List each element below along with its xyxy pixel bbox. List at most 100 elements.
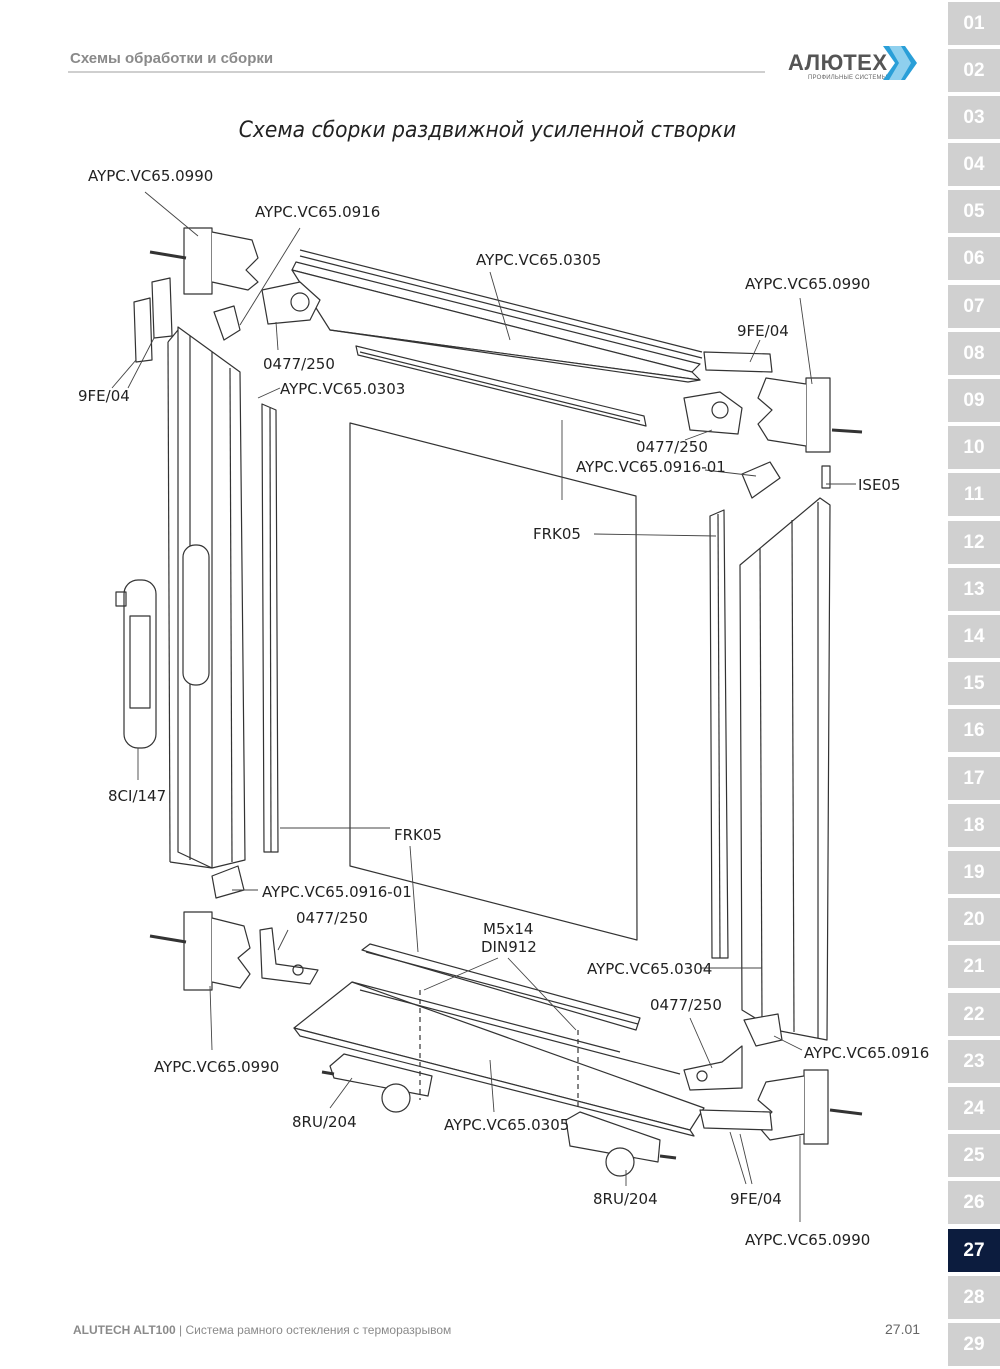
screw-top-right	[831, 428, 863, 434]
gasket-9fe-left	[133, 277, 173, 363]
label-right-profile-0304: AYPC.VC65.0304	[587, 960, 712, 978]
ise05-seal	[821, 465, 831, 489]
label-frk05-bottom: FRK05	[394, 826, 442, 844]
roller-8ru-204-left	[321, 1053, 433, 1113]
tab-02[interactable]: 02	[948, 49, 1000, 92]
right-inner-profile-0304	[709, 509, 729, 959]
corner-connector-bottom-left	[183, 911, 251, 991]
glass-pane	[349, 422, 638, 941]
tab-04[interactable]: 04	[948, 143, 1000, 186]
tab-17[interactable]: 17	[948, 757, 1000, 800]
tab-28[interactable]: 28	[948, 1276, 1000, 1319]
left-outer-profile	[167, 326, 246, 869]
tab-08[interactable]: 08	[948, 332, 1000, 375]
label-ise05: ISE05	[858, 476, 901, 494]
tab-19[interactable]: 19	[948, 851, 1000, 894]
tab-22[interactable]: 22	[948, 993, 1000, 1036]
screw-bottom-right	[829, 1108, 863, 1116]
bottom-inner-profile	[361, 943, 641, 1031]
tab-21[interactable]: 21	[948, 945, 1000, 988]
label-top-right-9fe: 9FE/04	[737, 322, 789, 340]
tab-11[interactable]: 11	[948, 473, 1000, 516]
tab-06[interactable]: 06	[948, 237, 1000, 280]
section-title: Схемы обработки и сборки	[70, 50, 274, 67]
tab-13[interactable]: 13	[948, 568, 1000, 611]
tab-26[interactable]: 26	[948, 1181, 1000, 1224]
angle-0916-top-left	[213, 305, 241, 341]
angle-0916-01-top-right	[741, 461, 781, 499]
label-roller-left: 8RU/204	[292, 1113, 357, 1131]
tab-12[interactable]: 12	[948, 521, 1000, 564]
tab-16[interactable]: 16	[948, 709, 1000, 752]
label-top-right-angle-01: AYPC.VC65.0916-01	[576, 458, 726, 476]
footer-description: Система рамного остекления с терморазрыв…	[185, 1323, 452, 1337]
roller-8ru-204-right	[565, 1111, 677, 1177]
label-bottom-right-angle: AYPC.VC65.0916	[804, 1044, 929, 1062]
label-bottom-left-0477: 0477/250	[296, 909, 368, 927]
label-top-right-corner: AYPC.VC65.0990	[745, 275, 870, 293]
tab-03[interactable]: 03	[948, 96, 1000, 139]
tab-20[interactable]: 20	[948, 898, 1000, 941]
corner-connector-bottom-right	[757, 1069, 829, 1145]
assembly-diagram: AYPC.VC65.0990 AYPC.VC65.0916 AYPC.VC65.…	[78, 167, 929, 1249]
footer-separator: |	[175, 1323, 186, 1337]
footer-brand: ALUTECH ALT100	[73, 1323, 176, 1337]
handle-8ci-147	[115, 579, 157, 749]
label-top-left-angle: AYPC.VC65.0916	[255, 203, 380, 221]
label-bottom-left-angle-01: AYPC.VC65.0916-01	[262, 883, 412, 901]
tab-29[interactable]: 29	[948, 1323, 1000, 1366]
angle-0916-bottom-right	[743, 1013, 783, 1047]
bracket-0477-bottom-left	[259, 927, 319, 985]
label-bottom-right-corner: AYPC.VC65.0990	[745, 1231, 870, 1249]
label-top-left-corner: AYPC.VC65.0990	[88, 167, 213, 185]
label-bottom-profile: AYPC.VC65.0305	[444, 1116, 569, 1134]
label-bottom-right-0477: 0477/250	[650, 996, 722, 1014]
label-top-right-0477: 0477/250	[636, 438, 708, 456]
gasket-9fe-top-right	[703, 351, 773, 373]
bottom-profile-0305	[293, 981, 705, 1137]
label-left-profile-0303: AYPC.VC65.0303	[280, 380, 405, 398]
bracket-0477-top-left	[261, 281, 321, 325]
tab-05[interactable]: 05	[948, 190, 1000, 233]
label-roller-right: 8RU/204	[593, 1190, 658, 1208]
label-screw-line2: DIN912	[481, 938, 537, 956]
right-outer-profile-0304	[739, 497, 831, 1041]
gasket-9fe-bottom-right	[699, 1109, 773, 1131]
tab-18[interactable]: 18	[948, 804, 1000, 847]
label-screw-line1: M5x14	[483, 920, 533, 938]
label-left-9fe: 9FE/04	[78, 387, 130, 405]
footer-caption: ALUTECH ALT100 | Система рамного остекле…	[73, 1323, 451, 1337]
label-top-profile: AYPC.VC65.0305	[476, 251, 601, 269]
logo-tagline: ПРОФИЛЬНЫЕ СИСТЕМЫ	[808, 75, 888, 81]
label-bottom-right-9fe: 9FE/04	[730, 1190, 782, 1208]
tab-15[interactable]: 15	[948, 662, 1000, 705]
tab-07[interactable]: 07	[948, 285, 1000, 328]
screw-top-left	[149, 250, 187, 260]
top-profile-0305	[291, 249, 703, 383]
page-number: 27.01	[885, 1321, 921, 1337]
label-top-left-0477: 0477/250	[263, 355, 335, 373]
screw-bottom-left	[149, 934, 187, 944]
corner-connector-top-right	[757, 377, 831, 453]
tab-09[interactable]: 09	[948, 379, 1000, 422]
tab-24[interactable]: 24	[948, 1087, 1000, 1130]
leader-lines	[111, 191, 856, 1222]
bracket-0477-top-right	[683, 391, 743, 435]
logo-name: АЛЮТЕХ	[788, 50, 888, 75]
tab-01[interactable]: 01	[948, 2, 1000, 45]
left-inner-profile-0303	[261, 403, 279, 853]
label-frk05-top: FRK05	[533, 525, 581, 543]
diagram-title: Схема сборки раздвижной усиленной створк…	[238, 118, 737, 143]
top-inner-profile-0303	[355, 345, 647, 427]
header-divider	[68, 71, 765, 73]
label-bottom-left-corner: AYPC.VC65.0990	[154, 1058, 279, 1076]
alutech-logo: АЛЮТЕХ ПРОФИЛЬНЫЕ СИСТЕМЫ	[786, 42, 926, 87]
tab-27[interactable]: 27	[948, 1229, 1000, 1272]
tab-23[interactable]: 23	[948, 1040, 1000, 1083]
angle-0916-01-bottom-left	[211, 865, 245, 899]
bracket-0477-bottom-right	[683, 1045, 743, 1091]
label-handle: 8CI/147	[108, 787, 166, 805]
tab-25[interactable]: 25	[948, 1134, 1000, 1177]
tab-14[interactable]: 14	[948, 615, 1000, 658]
tab-10[interactable]: 10	[948, 426, 1000, 469]
